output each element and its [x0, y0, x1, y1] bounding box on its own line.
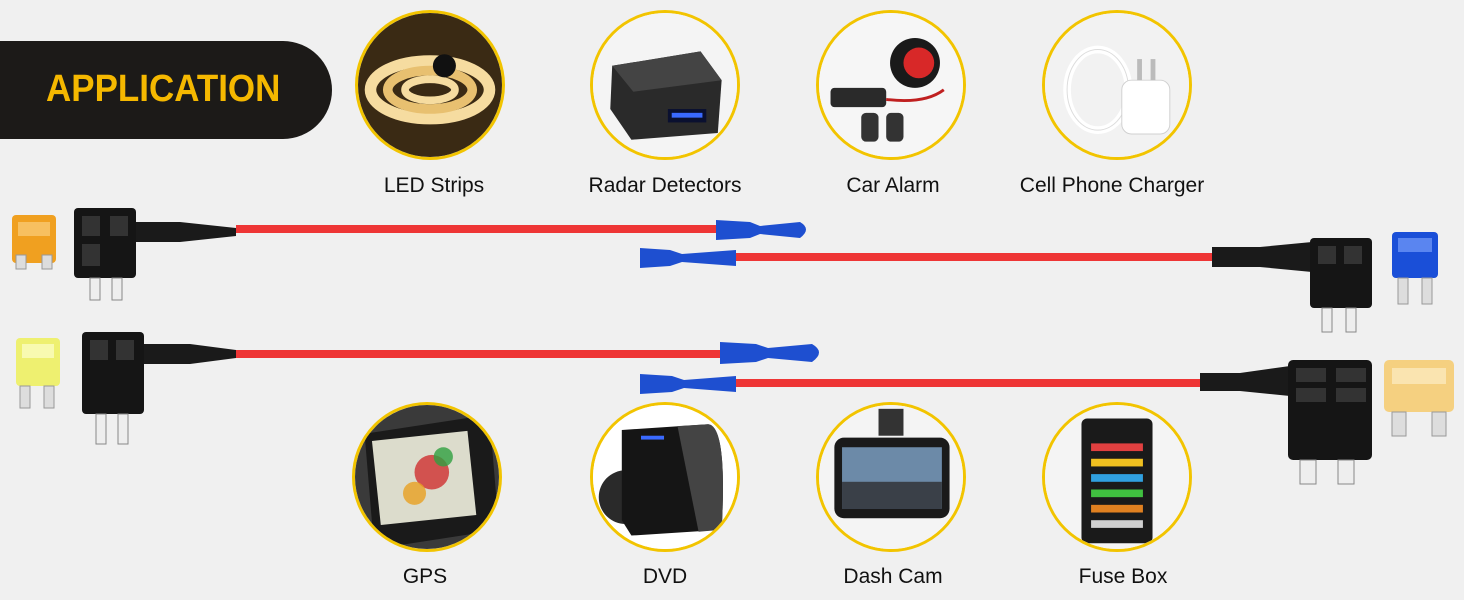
caption-dash-cam: Dash Cam: [843, 565, 943, 588]
blue-butt-connector-icon: [716, 220, 806, 240]
caption-cell-phone-charger: Cell Phone Charger: [1019, 174, 1205, 197]
fuse-tan-icon: [1384, 360, 1454, 412]
fuse-box-icon: [1042, 402, 1192, 552]
caption-gps: GPS: [402, 565, 448, 588]
dvd-player-icon: [590, 402, 740, 552]
caption-fuse-box: Fuse Box: [1078, 565, 1168, 588]
dash-cam-icon: [816, 402, 966, 552]
car-alarm-icon: [816, 10, 966, 160]
fuse-tap-wire-3: [16, 332, 819, 445]
led-strip-icon: [355, 10, 505, 160]
phone-charger-icon: [1042, 10, 1192, 160]
banner-title: APPLICATION: [46, 68, 281, 110]
gps-icon: [352, 402, 502, 552]
fuse-tap-wire-2: [640, 232, 1438, 333]
blue-butt-connector-icon: [640, 374, 736, 394]
blue-butt-connector-icon: [720, 342, 819, 364]
fuse-tap-wire-1: [12, 208, 806, 301]
caption-dvd: DVD: [642, 565, 688, 588]
caption-radar-detectors: Radar Detectors: [588, 174, 742, 197]
application-banner: APPLICATION: [0, 41, 332, 139]
fuse-tap-wire-4: [640, 360, 1454, 485]
caption-car-alarm: Car Alarm: [846, 174, 940, 197]
fuse-tap-holder-icon: [1288, 360, 1372, 460]
radar-detector-icon: [590, 10, 740, 160]
caption-led-strips: LED Strips: [383, 174, 485, 197]
blue-butt-connector-icon: [640, 248, 736, 268]
